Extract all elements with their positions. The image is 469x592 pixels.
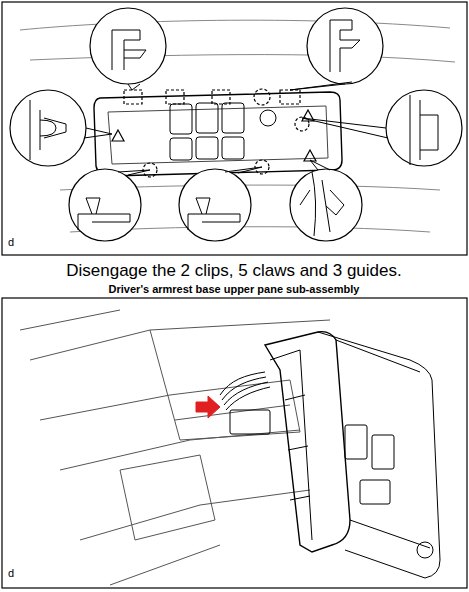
figure-letter: d [8, 567, 14, 580]
instruction-text: Disengage the 2 clips, 5 claws and 3 gui… [66, 261, 401, 281]
part-name: Driver's armrest base upper pane sub-ass… [109, 283, 360, 296]
figure-letter: d [8, 236, 14, 249]
